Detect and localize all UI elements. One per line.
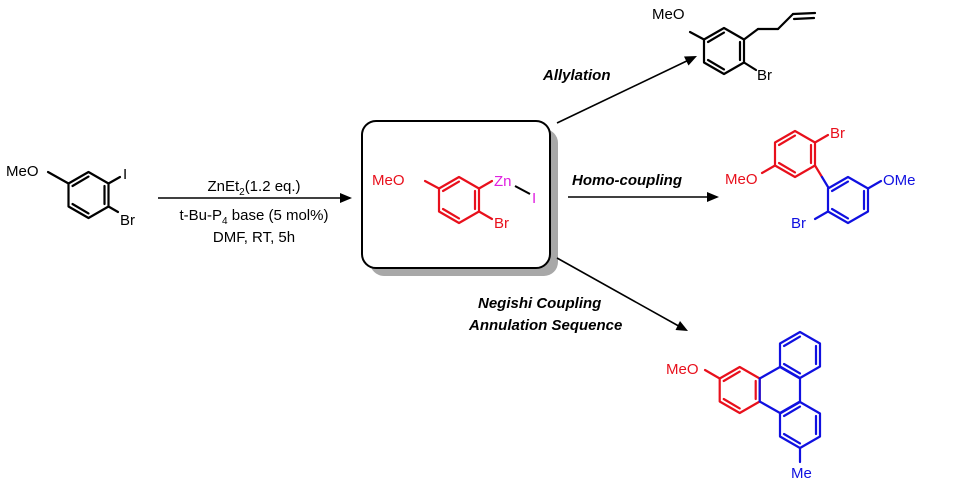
starting-material: MeO I Br	[6, 163, 135, 229]
allylation-product: MeO Br	[652, 6, 817, 84]
methoxy-label: MeO	[666, 361, 699, 378]
iodo-label: I	[532, 190, 536, 207]
methoxy-label: MeO	[372, 172, 405, 189]
methoxy-label-red: MeO	[725, 171, 758, 188]
zinc-label: Zn	[494, 173, 512, 190]
negishi-label-line1: Negishi Coupling	[478, 295, 601, 312]
intermediate-box	[361, 120, 558, 276]
base-text: t-Bu-P4 base (5 mol%)	[180, 207, 329, 227]
reagent-text: ZnEt2(1.2 eq.)	[207, 178, 300, 198]
triphenylene-product: MeO Me	[666, 330, 822, 482]
negishi-arrow	[556, 257, 688, 331]
homo-coupling-product: Br MeO OMe Br	[725, 125, 916, 232]
negishi-label-line2: Annulation Sequence	[468, 317, 622, 334]
bromo-label: Br	[494, 215, 509, 232]
organozinc-intermediate: MeO Zn I Br	[372, 172, 536, 232]
bromo-label: Br	[120, 212, 135, 229]
solvent-text: DMF, RT, 5h	[213, 229, 295, 246]
bromo-label: Br	[757, 67, 772, 84]
homo-coupling-label: Homo-coupling	[572, 172, 682, 189]
allylation-label: Allylation	[542, 67, 611, 84]
homo-coupling-arrow	[568, 192, 719, 202]
methyl-label: Me	[791, 465, 812, 482]
bromo-label-red: Br	[830, 125, 845, 142]
conditions-arrow	[158, 193, 352, 203]
iodo-label: I	[123, 166, 127, 183]
methoxy-label-blue: OMe	[883, 172, 916, 189]
methoxy-label: MeO	[652, 6, 685, 23]
allylation-arrow	[556, 56, 697, 124]
methoxy-label: MeO	[6, 163, 39, 180]
bromo-label-blue: Br	[791, 215, 806, 232]
